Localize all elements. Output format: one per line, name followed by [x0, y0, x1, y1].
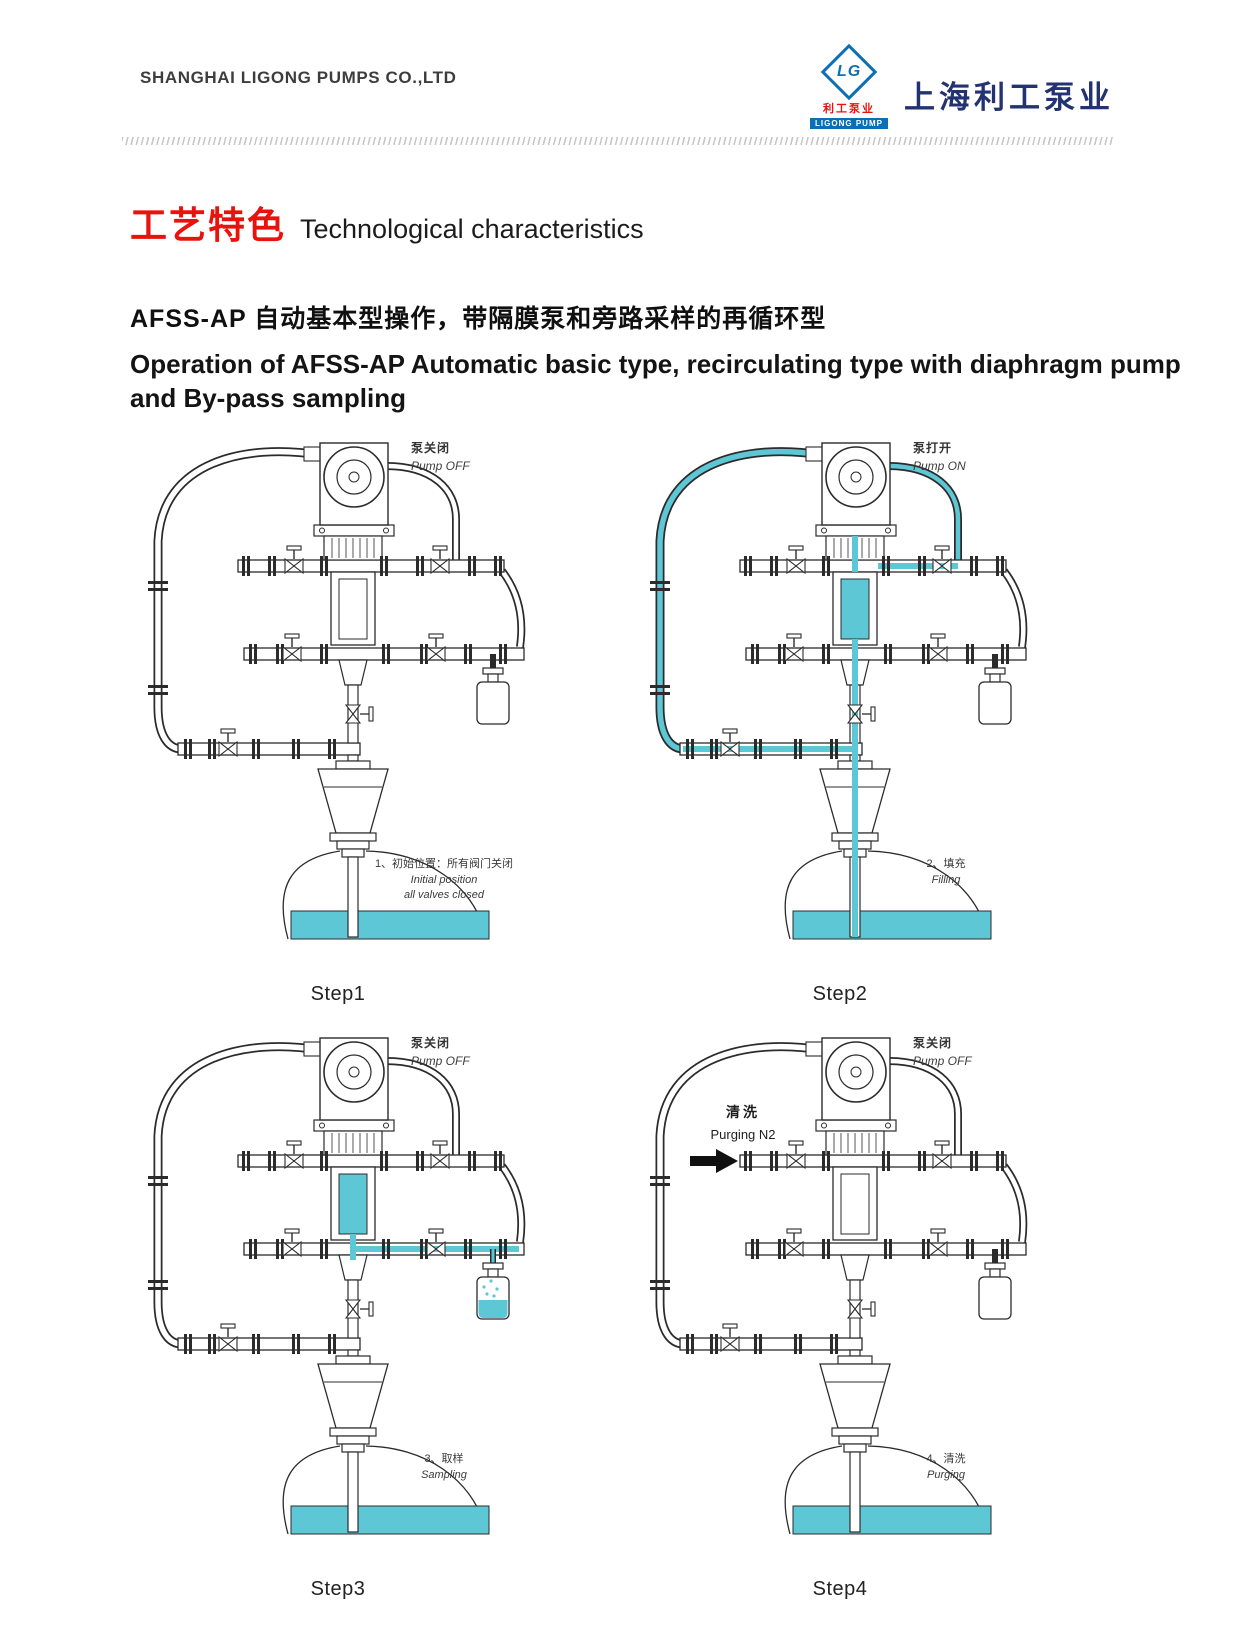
purge-cn: 清洗	[726, 1104, 760, 1120]
left-loop-pipe	[153, 1042, 321, 1349]
tank-outline-left	[784, 850, 843, 940]
note-en-1: Initial position	[410, 873, 478, 886]
company-name-en: SHANGHAI LIGONG PUMPS CO.,LTD	[140, 68, 457, 87]
step-label-2: Step2	[812, 983, 868, 1005]
step-label-4: Step4	[812, 1578, 868, 1600]
top-manifold	[237, 559, 505, 573]
operation-heading-cn: AFSS-AP 自动基本型操作，带隔膜泵和旁路采样的再循环型	[130, 305, 827, 333]
step-cell-1: 泵关闭 Pump OFF 1、初始位置：所有阀门关闭 Initial posit…	[128, 435, 548, 1006]
logo-initials: LG	[836, 63, 862, 80]
note-en-1: Filling	[931, 873, 961, 886]
company-name-cn: 上海利工泵业	[904, 80, 1114, 115]
pump-state-cn: 泵打开	[913, 441, 953, 455]
step-note: 2、填充 Filling	[860, 857, 1032, 888]
pump-schematic-step4	[650, 1037, 1028, 1535]
section-title: 工艺特色 Technological characteristics	[130, 195, 1240, 249]
operation-heading-en-line2: and By-pass sampling	[130, 383, 406, 413]
purge-label	[176, 1102, 306, 1107]
dip-tube	[347, 856, 359, 938]
reducer-cone	[317, 768, 389, 834]
top-manifold	[237, 1154, 505, 1168]
note-cn: 4、清洗	[926, 1453, 966, 1465]
note-en-2: all valves closed	[403, 889, 485, 901]
purge-label	[678, 507, 808, 512]
sample-bottle	[476, 681, 510, 725]
left-loop-pipe	[655, 1042, 823, 1349]
diagram-wrap-1: 泵关闭 Pump OFF 1、初始位置：所有阀门关闭 Initial posit…	[128, 435, 548, 975]
tank-outline-left	[282, 850, 341, 940]
note-cn: 2、填充	[926, 858, 966, 870]
step-note: 4、清洗 Purging	[860, 1452, 1032, 1483]
operation-heading: AFSS-AP 自动基本型操作，带隔膜泵和旁路采样的再循环型 Operation…	[130, 299, 1240, 415]
lower-manifold	[177, 1337, 361, 1351]
step-label-3: Step3	[310, 1578, 366, 1600]
diagram-wrap-4: 泵关闭 Pump OFF 清洗 Purging N2 4、清洗 Purging	[630, 1030, 1050, 1570]
pump-state-en: Pump OFF	[411, 1054, 470, 1068]
section-title-en: Technological characteristics	[300, 214, 644, 244]
dip-tube	[849, 1451, 861, 1533]
step-cell-3: 泵关闭 Pump OFF 3、取样 Sampling Step3	[128, 1030, 548, 1601]
logo-diamond-icon: LG	[820, 43, 878, 101]
note-cn: 1、初始位置：所有阀门关闭	[374, 858, 514, 870]
purge-en: Purging N2	[710, 1127, 776, 1142]
note-en-1: Purging	[927, 1468, 965, 1481]
tank-outline-left	[784, 1445, 843, 1535]
purge-label: 清洗 Purging N2	[678, 1102, 808, 1142]
pump-schematic-step3	[148, 1037, 526, 1535]
top-manifold	[739, 1154, 1007, 1168]
tank-outline-left	[282, 1445, 341, 1535]
step-note: 1、初始位置：所有阀门关闭 Initial position all valve…	[358, 857, 530, 904]
pump-state-cn: 泵关闭	[411, 441, 451, 455]
left-loop-pipe	[153, 447, 321, 754]
pump-schematic-step1	[148, 442, 526, 940]
pump-head	[825, 446, 887, 508]
pump-schematic-step2	[650, 442, 1028, 940]
section-title-cn: 工艺特色	[130, 205, 286, 246]
operation-heading-en: Operation of AFSS-AP Automatic basic typ…	[130, 347, 1240, 415]
pump-head	[323, 1041, 385, 1103]
pump-state-en: Pump OFF	[913, 1054, 972, 1068]
diagram-wrap-2: 泵打开 Pump ON 2、填充 Filling	[630, 435, 1050, 975]
sample-bottle	[978, 1276, 1012, 1320]
tank-liquid	[290, 1505, 490, 1535]
pump-state-label: 泵打开 Pump ON	[913, 439, 966, 473]
pump-state-label: 泵关闭 Pump OFF	[411, 439, 470, 473]
note-cn: 3、取样	[424, 1453, 464, 1465]
pump-state-label: 泵关闭 Pump OFF	[913, 1034, 972, 1068]
brand-block: LG 利工泵业 LIGONG PUMP 上海利工泵业	[810, 43, 1114, 129]
reducer-cone	[317, 1363, 389, 1429]
step-note: 3、取样 Sampling	[358, 1452, 530, 1483]
purge-label	[176, 507, 306, 512]
tank-liquid	[290, 910, 490, 940]
tank-liquid	[792, 1505, 992, 1535]
pump-state-en: Pump OFF	[411, 459, 470, 473]
steps-grid: 泵关闭 Pump OFF 1、初始位置：所有阀门关闭 Initial posit…	[128, 435, 1240, 1601]
note-en-1: Sampling	[421, 1468, 467, 1481]
pump-state-en: Pump ON	[913, 459, 966, 473]
left-loop-pipe	[655, 447, 823, 754]
dip-tube	[347, 1451, 359, 1533]
purge-arrow-icon	[690, 1149, 738, 1173]
page-header: SHANGHAI LIGONG PUMPS CO.,LTD LG 利工泵业 LI…	[0, 0, 1240, 129]
sample-bottle	[978, 681, 1012, 725]
diagram-wrap-3: 泵关闭 Pump OFF 3、取样 Sampling	[128, 1030, 548, 1570]
pump-state-cn: 泵关闭	[411, 1036, 451, 1050]
reducer-cone	[819, 1363, 891, 1429]
logo-sub-en: LIGONG PUMP	[810, 118, 888, 129]
step-cell-4: 泵关闭 Pump OFF 清洗 Purging N2 4、清洗 Purging …	[630, 1030, 1050, 1601]
tank-liquid	[792, 910, 992, 940]
step-cell-2: 泵打开 Pump ON 2、填充 Filling Step2	[630, 435, 1050, 1006]
lower-manifold	[177, 742, 361, 756]
operation-heading-en-line1: Operation of AFSS-AP Automatic basic typ…	[130, 349, 1181, 379]
company-logo: LG 利工泵业 LIGONG PUMP	[810, 43, 888, 129]
logo-sub-cn: 利工泵业	[823, 103, 875, 115]
header-divider	[122, 137, 1114, 145]
step-label-1: Step1	[310, 983, 366, 1005]
pump-state-label: 泵关闭 Pump OFF	[411, 1034, 470, 1068]
pump-head	[323, 446, 385, 508]
pump-head	[825, 1041, 887, 1103]
lower-manifold	[679, 1337, 863, 1351]
pump-state-cn: 泵关闭	[913, 1036, 953, 1050]
top-manifold	[739, 559, 1007, 573]
